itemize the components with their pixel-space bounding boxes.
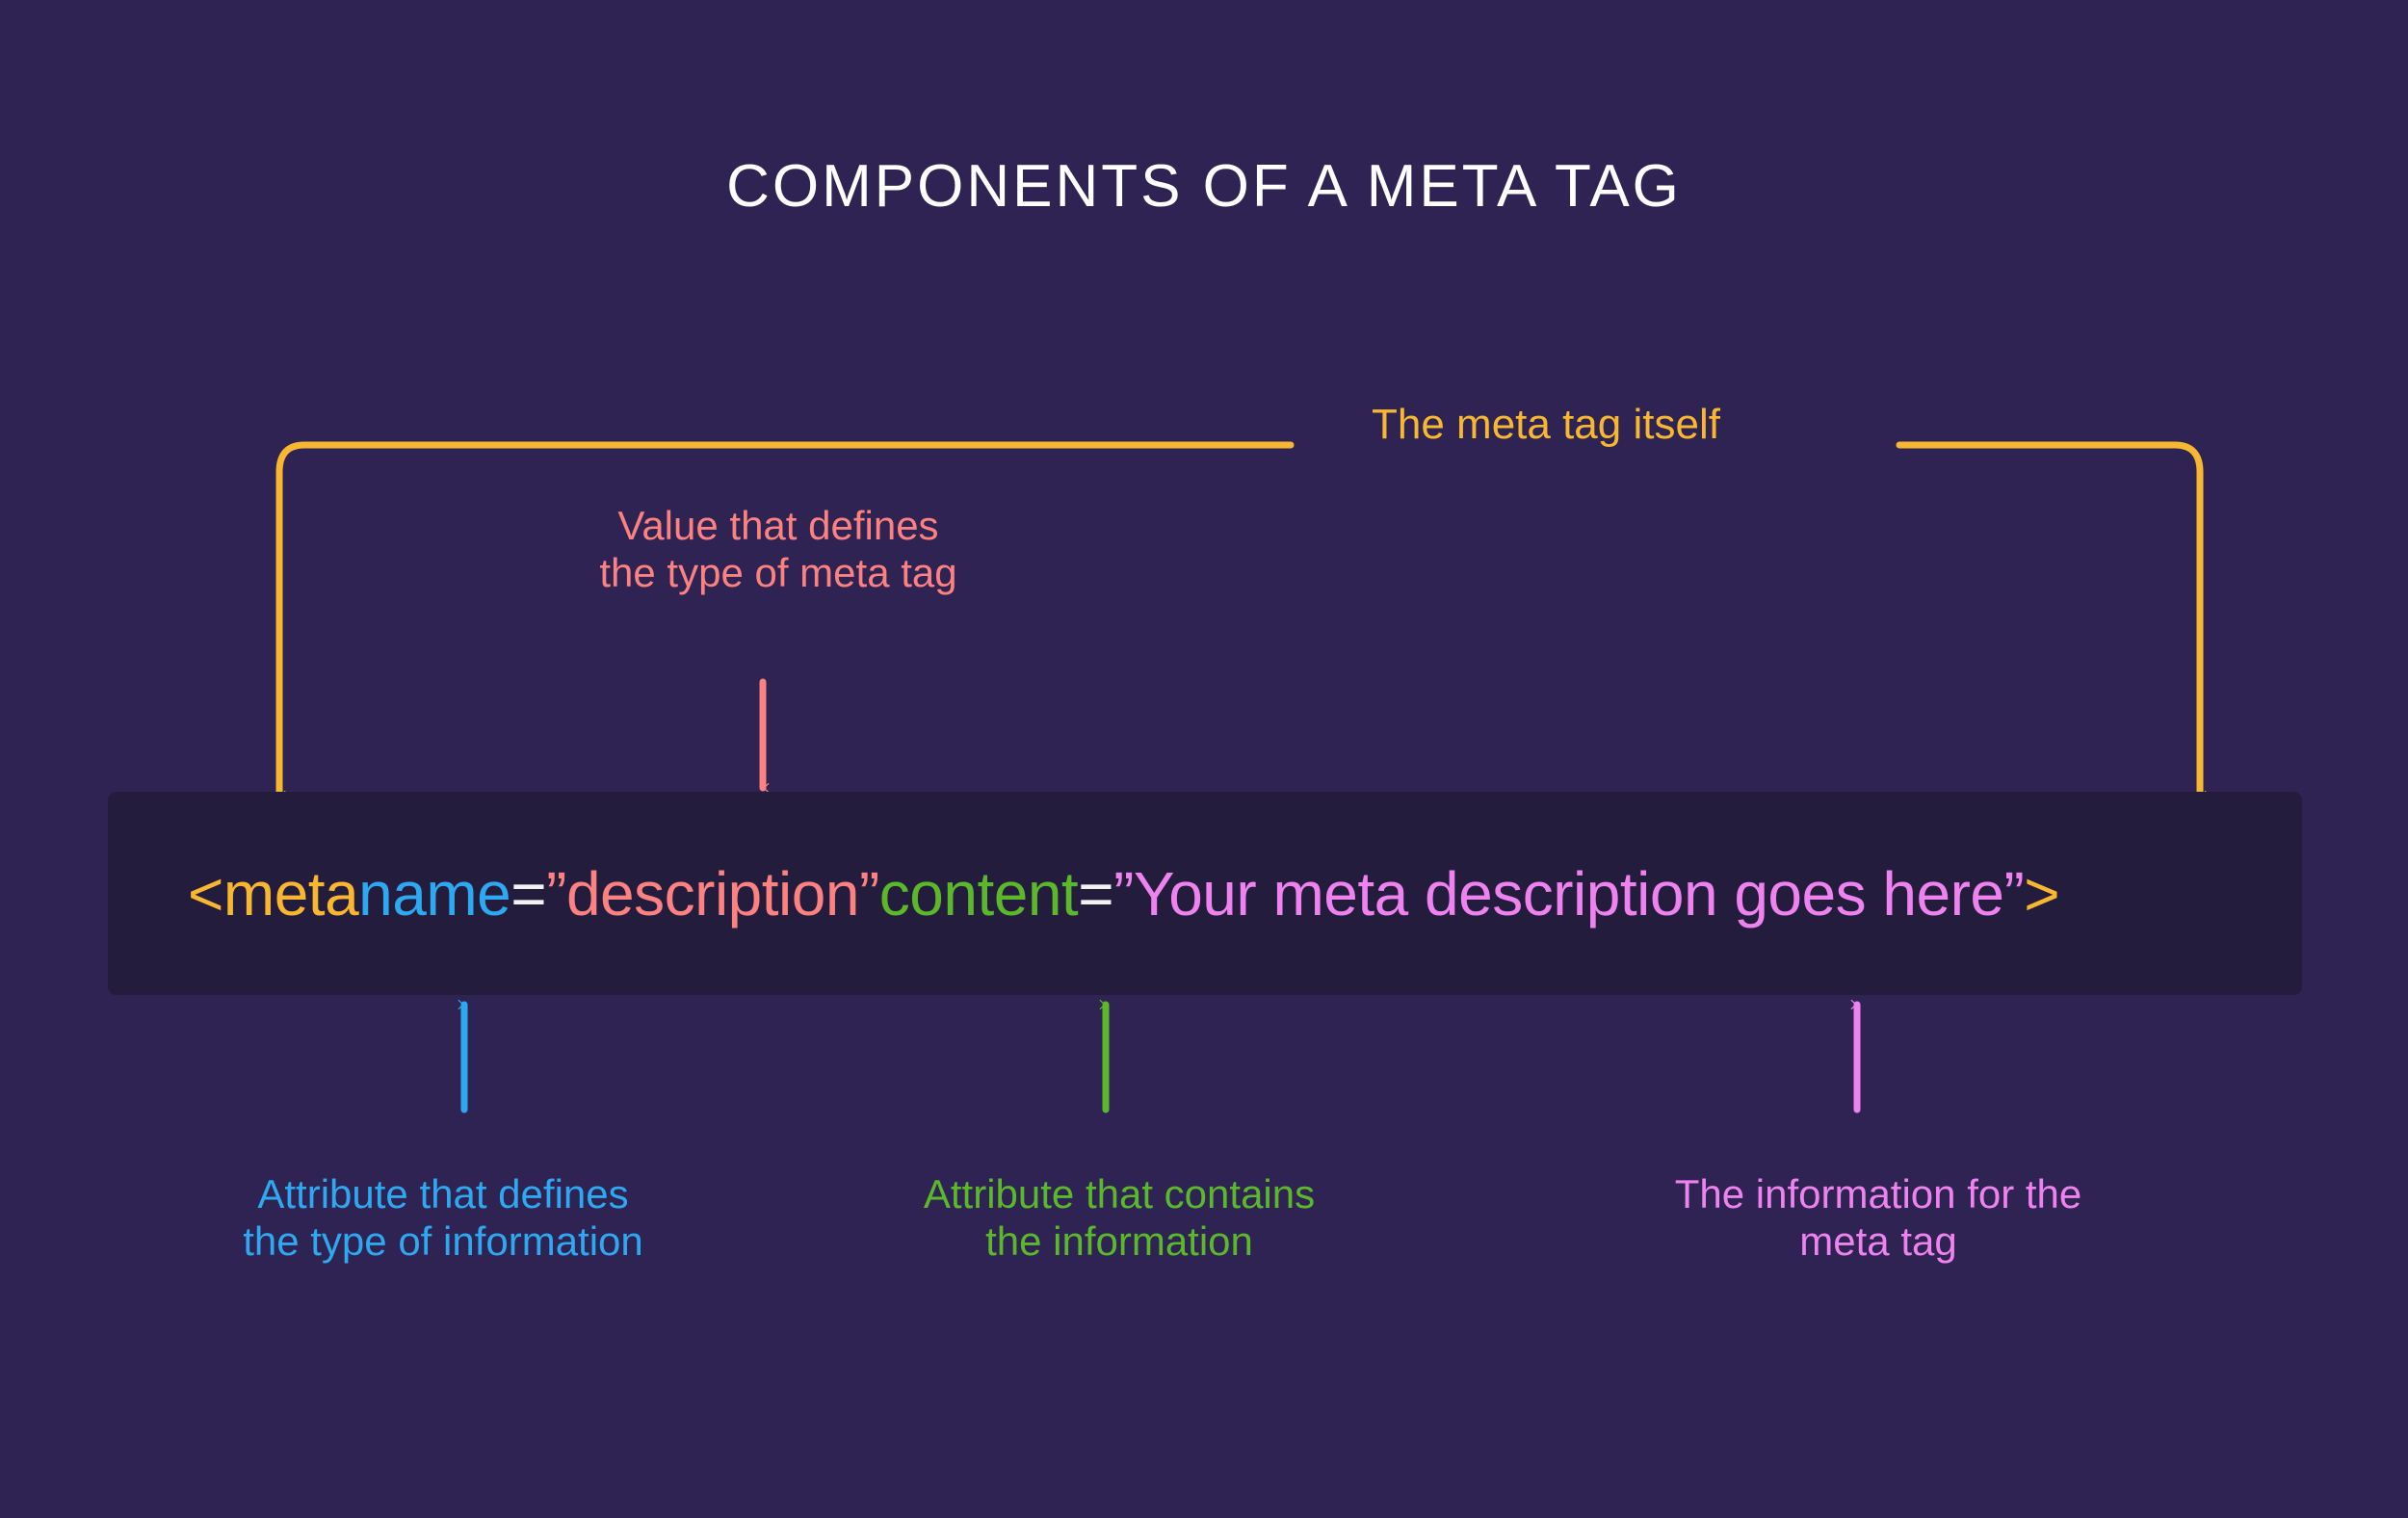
orange-bracket-right-arrow xyxy=(1896,441,2207,800)
callout-label-attribute-contains: Attribute that contains the information xyxy=(923,1171,1316,1265)
code-snippet-box: <meta name = ”description” content = ”Yo… xyxy=(108,792,2302,995)
code-token-tag-open: <meta xyxy=(188,858,359,929)
callout-label-attribute-type: Attribute that defines the type of infor… xyxy=(243,1171,643,1265)
callout-label-value-type: Value that defines the type of meta tag xyxy=(599,503,957,596)
callout-label-meta-tag-itself: The meta tag itself xyxy=(1372,401,1720,448)
code-token-content-value: ”Your meta description goes here” xyxy=(1113,858,2025,929)
callout-label-information-for-meta-tag: The information for the meta tag xyxy=(1674,1171,2082,1265)
code-token-attribute-value: ”description” xyxy=(546,858,879,929)
code-token-equals-1: = xyxy=(510,858,547,929)
code-token-tag-close: > xyxy=(2024,858,2060,929)
orange-bracket-left-arrow xyxy=(275,441,1295,800)
code-token-content-attr: content xyxy=(878,858,1079,929)
code-token-attribute-name: name xyxy=(358,858,511,929)
code-line: <meta name = ”description” content = ”Yo… xyxy=(188,792,2060,995)
page-title: COMPONENTS OF A META TAG xyxy=(726,153,1682,220)
code-token-equals-2: = xyxy=(1078,858,1114,929)
